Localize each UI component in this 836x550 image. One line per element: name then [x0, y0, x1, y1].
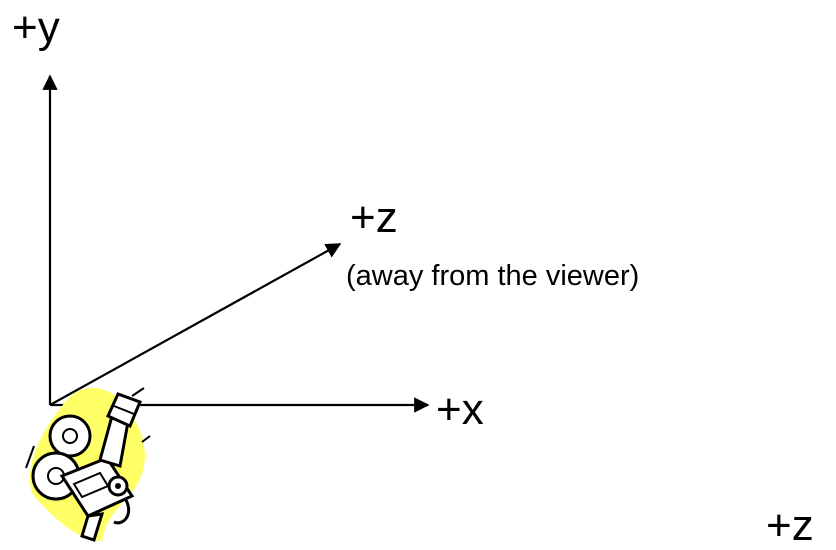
x-axis-label: +x — [436, 385, 484, 434]
z-axis-label: +z — [350, 193, 398, 242]
video-camera-icon — [25, 387, 151, 542]
z-axis-arrow — [49, 243, 342, 406]
y-axis-label: +y — [12, 3, 60, 52]
z-axis-note: (away from the viewer) — [346, 260, 640, 292]
corner-z-label: +z — [766, 501, 814, 550]
